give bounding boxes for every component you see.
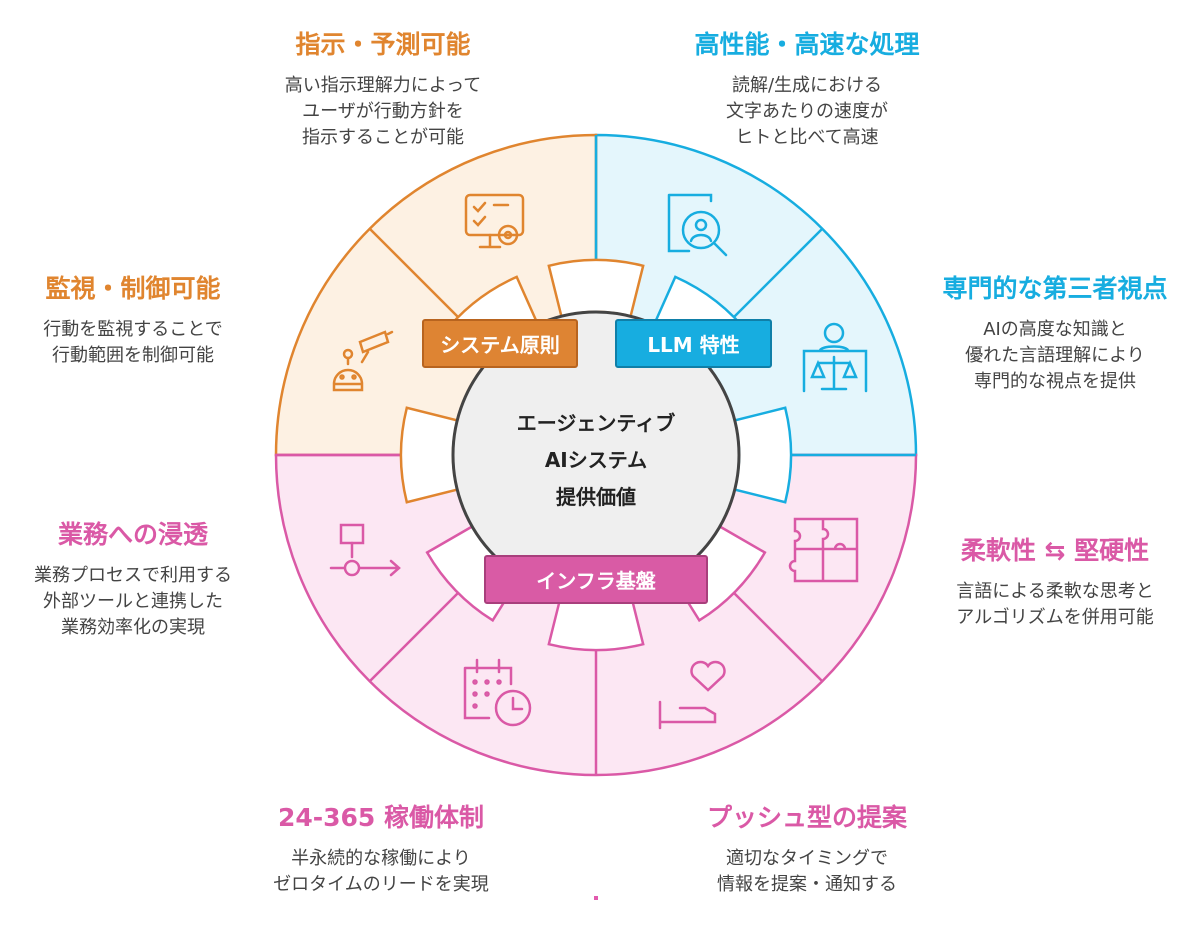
item-title: 業務への浸透	[57, 520, 208, 549]
item-title: 監視・制御可能	[45, 274, 221, 303]
item-title: 高性能・高速な処理	[694, 30, 920, 59]
item-desc: 業務プロセスで利用する	[34, 565, 232, 586]
judge-scale-icon	[802, 322, 868, 393]
item-desc: ユーザが行動方針を	[302, 101, 464, 122]
process-flow-icon	[329, 523, 401, 577]
item-desc: 高い指示理解力によって	[284, 75, 482, 96]
item-desc: ゼロタイムのリードを実現	[273, 874, 489, 895]
item-title: 柔軟性 ⇆ 堅硬性	[960, 536, 1150, 565]
item-high-performance: 高性能・高速な処理 読解/生成における文字あたりの速度がヒトと比べて高速	[647, 29, 967, 151]
item-desc: 外部ツールと連携した	[43, 591, 223, 612]
item-desc: 言語による柔軟な思考と	[956, 581, 1154, 602]
item-desc: AIの高度な知識と	[983, 319, 1127, 340]
item-desc: 適切なタイミングで	[726, 848, 888, 869]
decorative-dot	[594, 896, 598, 900]
item-desc: 業務効率化の実現	[61, 617, 205, 638]
item-title: プッシュ型の提案	[706, 803, 907, 832]
item-push-proposal: プッシュ型の提案 適切なタイミングで情報を提案・通知する	[647, 802, 967, 898]
camera-robot-icon	[332, 330, 394, 392]
item-desc: アルゴリズムを併用可能	[956, 607, 1154, 628]
item-flexibility: 柔軟性 ⇆ 堅硬性 言語による柔軟な思考とアルゴリズムを併用可能	[895, 535, 1200, 631]
center-line: エージェンティブ	[516, 411, 676, 435]
item-24-365: 24-365 稼働体制 半永続的な稼働によりゼロタイムのリードを実現	[221, 802, 541, 898]
ring-notch	[733, 406, 793, 504]
hand-heart-icon	[658, 660, 726, 730]
item-desc: 行動を監視することで	[43, 319, 223, 340]
sector-divider	[733, 592, 824, 683]
item-desc: 文字あたりの速度が	[726, 101, 888, 122]
item-desc: 専門的な視点を提供	[974, 371, 1136, 392]
item-title: 専門的な第三者視点	[942, 274, 1168, 303]
sector-divider	[733, 227, 824, 318]
badge-llm-traits: LLM 特性	[615, 319, 772, 368]
item-desc: 優れた言語理解により	[965, 345, 1145, 366]
item-monitorable: 監視・制御可能 行動を監視することで行動範囲を制御可能	[0, 273, 293, 369]
item-business-integration: 業務への浸透 業務プロセスで利用する外部ツールと連携した業務効率化の実現	[0, 519, 293, 641]
puzzle-icon	[788, 517, 859, 583]
sector-divider	[368, 592, 459, 683]
checklist-gear-icon	[464, 193, 525, 249]
ring-notch	[547, 258, 645, 318]
ring-notch	[399, 406, 459, 504]
calendar-clock-icon	[463, 658, 532, 727]
badge-infrastructure: インフラ基盤	[484, 555, 708, 604]
item-desc: 情報を提案・通知する	[717, 874, 897, 895]
item-desc: ヒトと比べて高速	[735, 127, 879, 148]
item-desc: 指示することが可能	[302, 127, 464, 148]
center-line: 提供価値	[556, 485, 636, 509]
sector-divider	[368, 227, 459, 318]
badge-system-principles: システム原則	[422, 319, 578, 368]
document-search-icon	[667, 193, 728, 257]
item-expert-view: 専門的な第三者視点 AIの高度な知識と優れた言語理解により専門的な視点を提供	[895, 273, 1200, 395]
item-title: 指示・予測可能	[295, 30, 471, 59]
item-desc: 行動範囲を制御可能	[52, 345, 214, 366]
center-line: AIシステム	[544, 448, 648, 472]
item-desc: 読解/生成における	[731, 75, 883, 96]
item-title: 24-365 稼働体制	[277, 803, 485, 832]
item-desc: 半永続的な稼働により	[291, 848, 471, 869]
item-instructable: 指示・予測可能 高い指示理解力によってユーザが行動方針を指示することが可能	[223, 29, 543, 151]
center-label: エージェンティブ AIシステム 提供価値	[476, 405, 716, 516]
